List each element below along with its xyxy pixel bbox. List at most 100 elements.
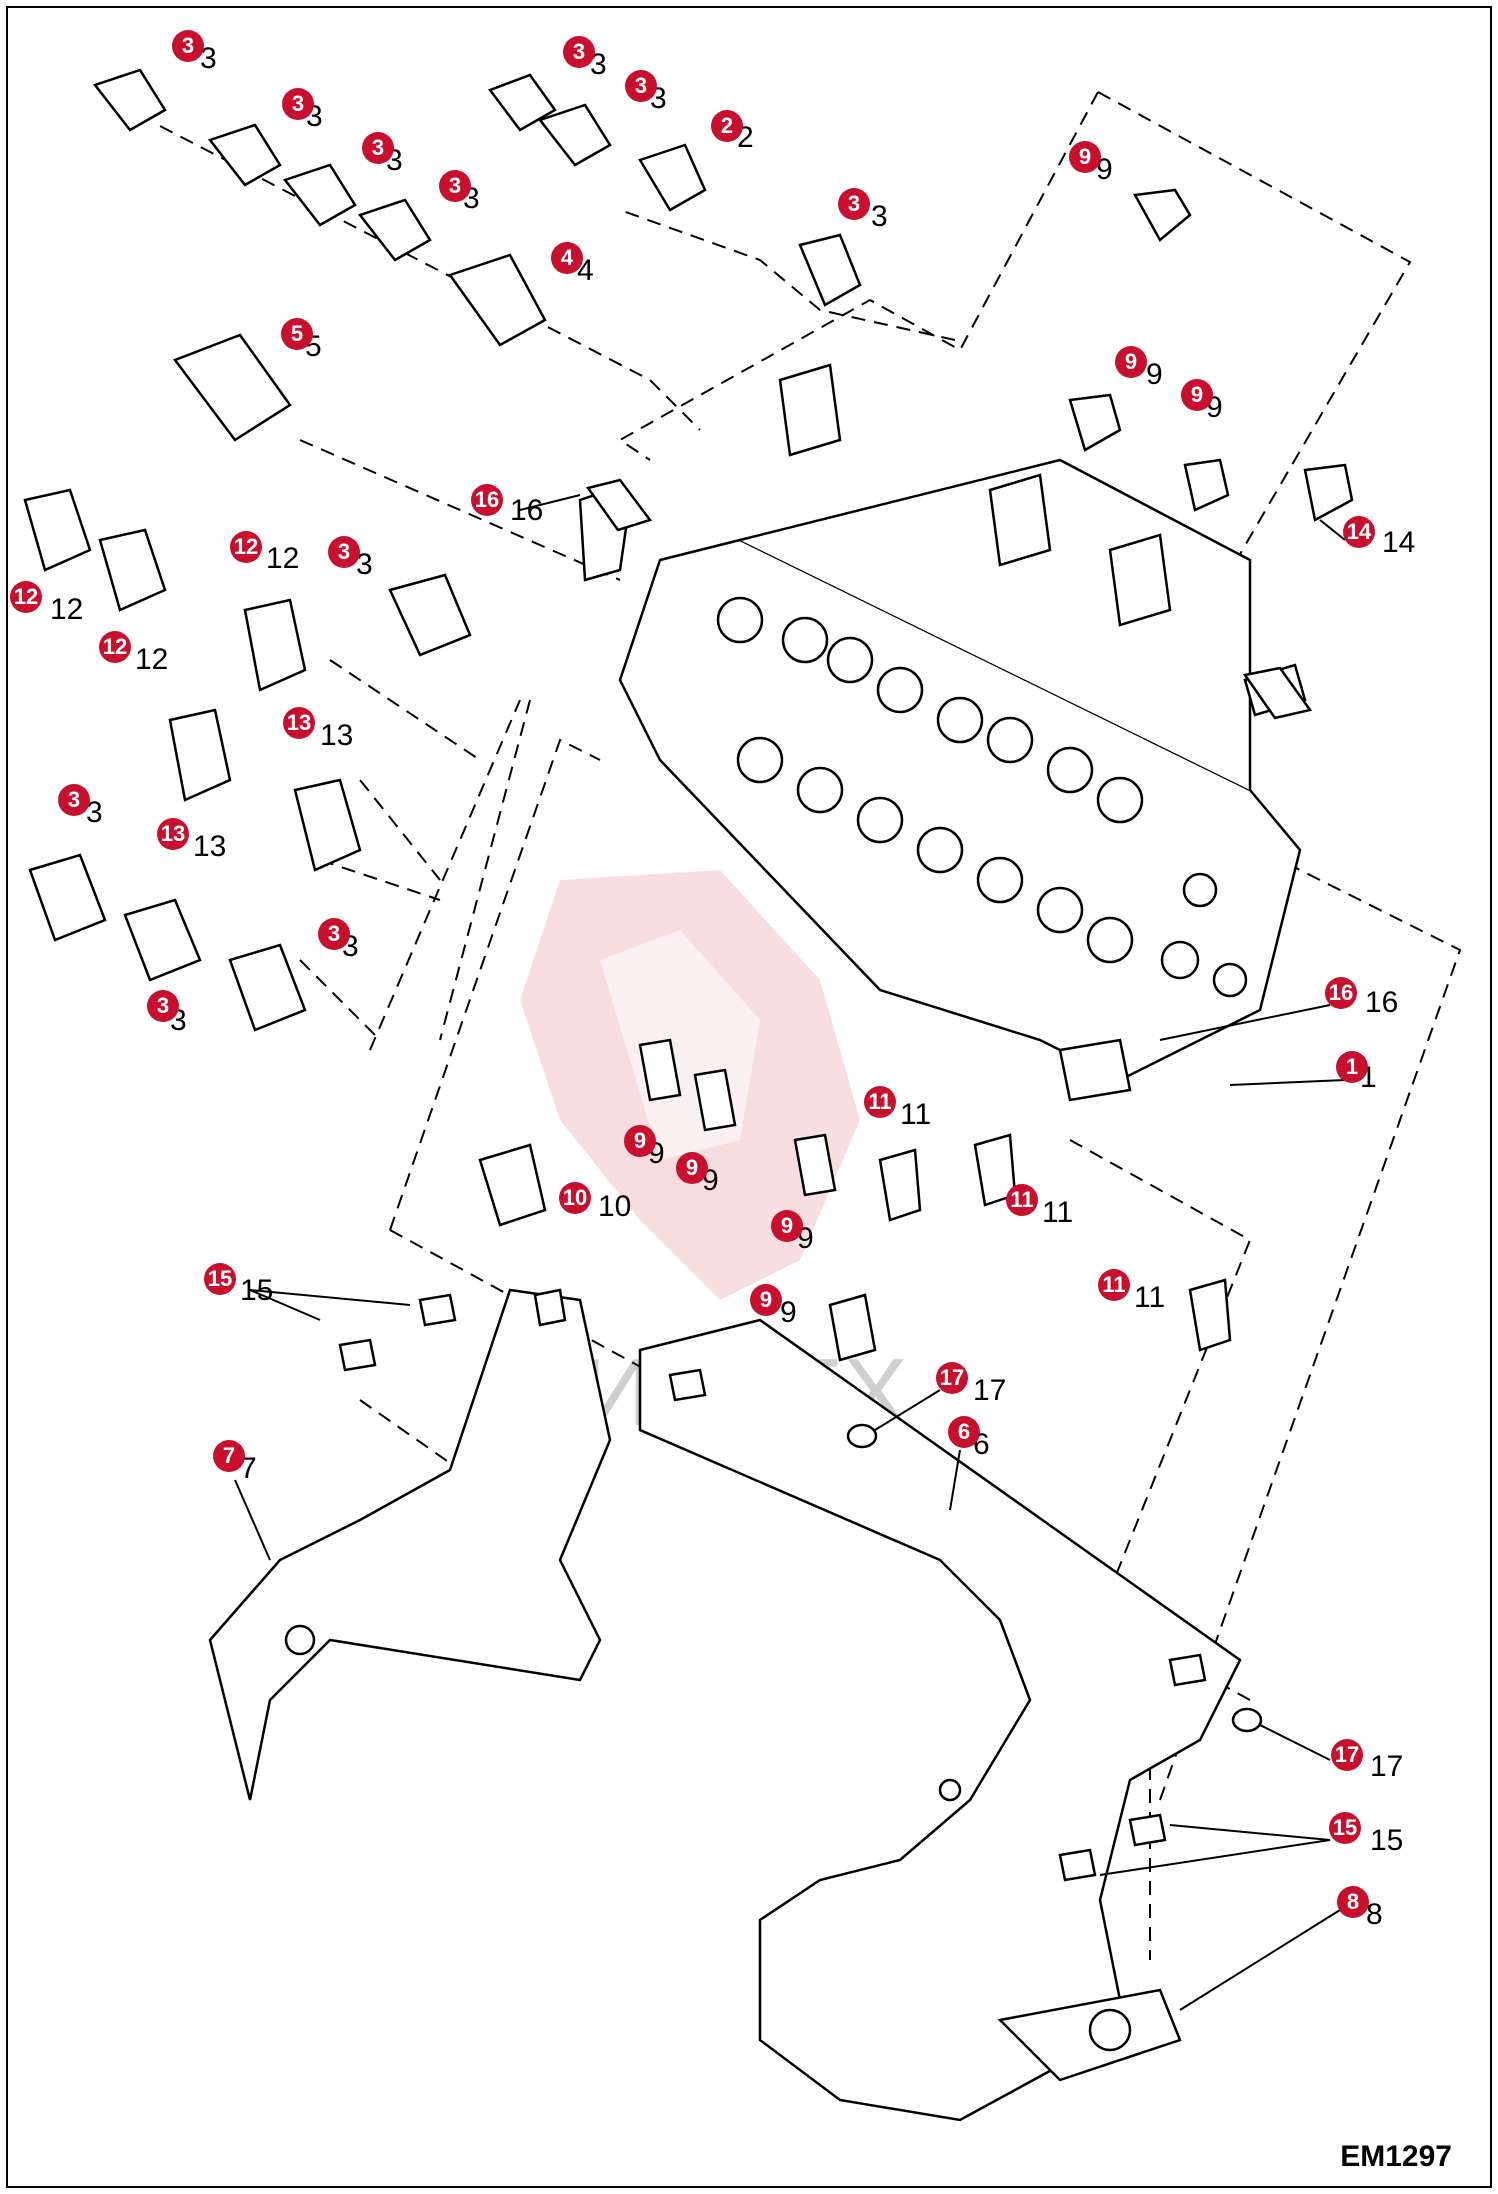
hydraulic-fittings bbox=[23, 68, 1354, 1362]
callout-label: 12 bbox=[103, 634, 127, 659]
callout-circle bbox=[213, 1440, 245, 1472]
callout-badge-3: 3 bbox=[328, 536, 360, 568]
callout-badge-12: 12 bbox=[10, 581, 42, 613]
callout-badge-3: 3 bbox=[362, 132, 394, 164]
diagram-frame bbox=[6, 6, 1492, 2188]
part-number-3: 3 bbox=[356, 548, 373, 581]
part-number-9: 9 bbox=[1146, 358, 1163, 391]
callout-badge-15: 15 bbox=[204, 1263, 236, 1295]
callout-label: 9 bbox=[634, 1128, 646, 1153]
callout-label: 17 bbox=[940, 1365, 964, 1390]
part-number-14: 14 bbox=[1382, 526, 1415, 559]
callout-label: 3 bbox=[292, 91, 304, 116]
callout-circle bbox=[936, 1362, 968, 1394]
callout-label: 3 bbox=[635, 73, 647, 98]
callout-label: 3 bbox=[338, 539, 350, 564]
callout-label: 17 bbox=[1335, 1742, 1359, 1767]
callout-circle bbox=[1343, 516, 1375, 548]
part-number-11: 11 bbox=[1134, 1281, 1165, 1314]
callout-circle bbox=[676, 1152, 708, 1184]
part-number-12: 12 bbox=[135, 643, 168, 676]
callout-label: 3 bbox=[573, 39, 585, 64]
callout-circle bbox=[711, 110, 743, 142]
callout-label: 7 bbox=[223, 1443, 235, 1468]
callout-badge-1: 1 bbox=[1336, 1051, 1368, 1083]
callout-badge-13: 13 bbox=[283, 707, 315, 739]
callout-circle bbox=[283, 707, 315, 739]
callout-circle bbox=[282, 88, 314, 120]
callout-label: 9 bbox=[1191, 382, 1203, 407]
callout-circle bbox=[771, 1210, 803, 1242]
callout-circle bbox=[1098, 1269, 1130, 1301]
callout-label: 4 bbox=[561, 245, 574, 270]
callout-circle bbox=[147, 990, 179, 1022]
callout-badge-3: 3 bbox=[172, 30, 204, 62]
callout-badge-12: 12 bbox=[99, 631, 131, 663]
part-number-8: 8 bbox=[1366, 1898, 1383, 1931]
callout-badge-17: 17 bbox=[936, 1362, 968, 1394]
callout-badges: 1233333333333456789999999101111111212121… bbox=[10, 30, 1375, 1918]
callout-circle bbox=[230, 531, 262, 563]
leader-lines bbox=[234, 494, 1346, 2011]
callout-badge-16: 16 bbox=[471, 484, 503, 516]
callout-label: 11 bbox=[868, 1089, 891, 1114]
callout-circle bbox=[439, 170, 471, 202]
part-number-9: 9 bbox=[780, 1296, 797, 1329]
callout-label: 3 bbox=[372, 135, 384, 160]
part-number-11: 11 bbox=[900, 1098, 931, 1131]
callout-badge-11: 11 bbox=[1098, 1269, 1130, 1301]
part-number-16: 16 bbox=[510, 494, 543, 527]
callout-label: 13 bbox=[161, 821, 185, 846]
callout-badge-9: 9 bbox=[1069, 141, 1101, 173]
part-number-17: 17 bbox=[973, 1374, 1006, 1407]
callout-circle bbox=[838, 188, 870, 220]
callout-circle bbox=[99, 631, 131, 663]
callout-circle bbox=[1329, 1812, 1361, 1844]
callout-circle bbox=[281, 318, 313, 350]
callout-badge-9: 9 bbox=[750, 1284, 782, 1316]
callout-badge-3: 3 bbox=[318, 918, 350, 950]
callout-circle bbox=[1069, 141, 1101, 173]
callout-badge-3: 3 bbox=[838, 188, 870, 220]
part-number-3: 3 bbox=[200, 42, 217, 75]
drawing-code: EM1297 bbox=[1340, 2140, 1452, 2173]
callout-label: 11 bbox=[1010, 1187, 1033, 1212]
callout-badge-4: 4 bbox=[551, 242, 583, 274]
part-number-13: 13 bbox=[193, 830, 226, 863]
part-number-3: 3 bbox=[86, 796, 103, 829]
callout-badge-2: 2 bbox=[711, 110, 743, 142]
part-number-15: 15 bbox=[240, 1274, 273, 1307]
control-valve-assembly bbox=[618, 363, 1302, 1102]
callout-badge-3: 3 bbox=[563, 36, 595, 68]
callout-label: 9 bbox=[1079, 144, 1091, 169]
callout-label: 16 bbox=[1329, 980, 1353, 1005]
callout-label: 15 bbox=[1333, 1815, 1357, 1840]
callout-circle bbox=[172, 30, 204, 62]
callout-badge-3: 3 bbox=[147, 990, 179, 1022]
callout-label: 3 bbox=[182, 33, 194, 58]
callout-circle bbox=[948, 1416, 980, 1448]
callout-label: 11 bbox=[1102, 1272, 1125, 1297]
callout-circle bbox=[471, 484, 503, 516]
callout-badge-9: 9 bbox=[676, 1152, 708, 1184]
callout-label: 5 bbox=[291, 321, 303, 346]
callout-circle bbox=[58, 784, 90, 816]
part-number-17: 17 bbox=[1370, 1750, 1403, 1783]
callout-label: 3 bbox=[449, 173, 461, 198]
callout-badge-9: 9 bbox=[624, 1125, 656, 1157]
part-number-10: 10 bbox=[598, 1190, 631, 1223]
callout-circle bbox=[1181, 379, 1213, 411]
callout-badge-17: 17 bbox=[1331, 1739, 1363, 1771]
callout-label: 13 bbox=[287, 710, 311, 735]
callout-circle bbox=[10, 581, 42, 613]
callout-label: 3 bbox=[328, 921, 340, 946]
callout-badge-14: 14 bbox=[1343, 516, 1375, 548]
callout-label: 10 bbox=[563, 1185, 587, 1210]
part-number-12: 12 bbox=[266, 542, 299, 575]
callout-label: 9 bbox=[686, 1155, 698, 1180]
part-number-15: 15 bbox=[1370, 1824, 1403, 1857]
callout-label: 16 bbox=[475, 487, 499, 512]
callout-circle bbox=[864, 1086, 896, 1118]
callout-circle bbox=[204, 1263, 236, 1295]
